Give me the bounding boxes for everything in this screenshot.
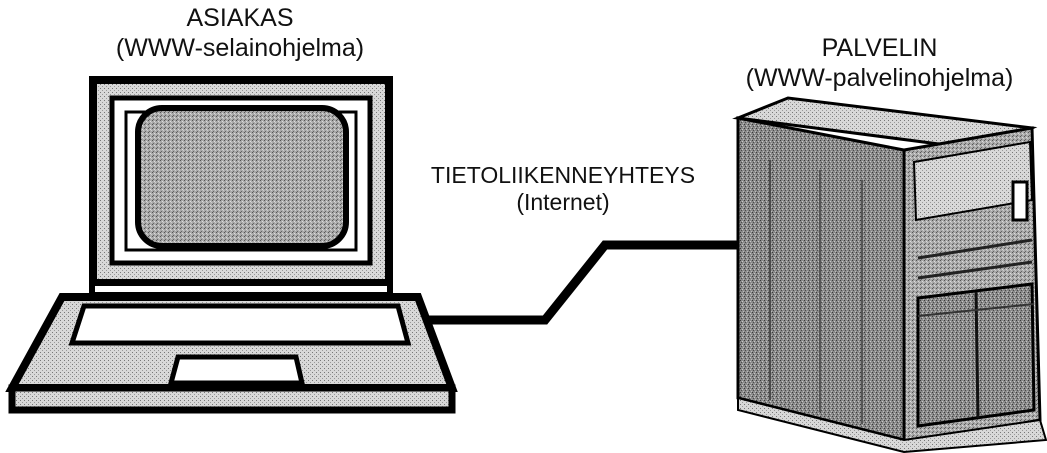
server-label: PALVELIN (WWW-palvelinohjelma) [712,34,1047,93]
server-tower-icon [732,96,1047,453]
connection-subtitle: (Internet) [516,189,610,216]
client-subtitle: (WWW-selainohjelma) [115,33,365,62]
client-title: ASIAKAS [186,4,294,32]
client-label: ASIAKAS (WWW-selainohjelma) [90,4,390,63]
connection-label: TIETOLIIKENNEYHTEYS (Internet) [388,162,738,216]
network-cable [418,240,738,325]
server-title: PALVELIN [821,34,938,62]
connection-title: TIETOLIIKENNEYHTEYS [430,162,696,188]
server-subtitle: (WWW-palvelinohjelma) [745,63,1014,92]
laptop-icon [5,76,458,414]
